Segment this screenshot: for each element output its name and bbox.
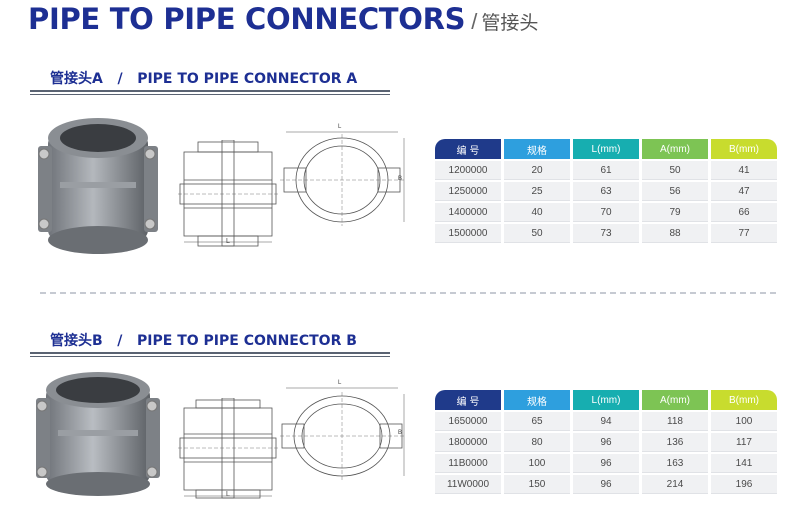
- table-row: 11W0000 150 96 214 196: [435, 475, 777, 494]
- table-row: 1400000 40 70 79 66: [435, 203, 777, 222]
- table-row: 11B0000 100 96 163 141: [435, 454, 777, 473]
- cell-b: 196: [711, 475, 777, 494]
- spec-table-a: 编 号 规格 L(mm) A(mm) B(mm) 1200000 20 61 5…: [432, 137, 780, 245]
- col-header-a: A(mm): [642, 139, 708, 159]
- cell-a: 214: [642, 475, 708, 494]
- cell-code: 11W0000: [435, 475, 501, 494]
- cell-b: 41: [711, 161, 777, 180]
- cell-l: 63: [573, 182, 639, 201]
- cell-a: 88: [642, 224, 708, 243]
- cell-code: 1250000: [435, 182, 501, 201]
- cell-l: 70: [573, 203, 639, 222]
- section-heading-a-underline: [30, 94, 390, 95]
- cell-spec: 50: [504, 224, 570, 243]
- cell-b: 77: [711, 224, 777, 243]
- cell-code: 1400000: [435, 203, 501, 222]
- cell-b: 66: [711, 203, 777, 222]
- section-heading-a: 管接头A / PIPE TO PIPE CONNECTOR A: [30, 66, 390, 95]
- page-title-separator: /: [471, 9, 478, 34]
- cell-a: 136: [642, 433, 708, 452]
- col-header-b: B(mm): [711, 390, 777, 410]
- section-heading-b: 管接头B / PIPE TO PIPE CONNECTOR B: [30, 328, 390, 357]
- connector-a-front-drawing: [178, 140, 278, 247]
- cell-l: 96: [573, 454, 639, 473]
- col-header-l: L(mm): [573, 139, 639, 159]
- cell-b: 100: [711, 412, 777, 431]
- col-header-b: B(mm): [711, 139, 777, 159]
- cell-spec: 150: [504, 475, 570, 494]
- cell-spec: 80: [504, 433, 570, 452]
- connector-a-side-drawing: [280, 131, 406, 226]
- table-row: 1650000 65 94 118 100: [435, 412, 777, 431]
- cell-a: 118: [642, 412, 708, 431]
- connector-a-side-b-label: B: [398, 176, 403, 182]
- page-title: PIPE TO PIPE CONNECTORS / 管接头: [28, 2, 538, 38]
- connector-a-front-l-label: L: [226, 238, 230, 245]
- cell-spec: 65: [504, 412, 570, 431]
- cell-b: 47: [711, 182, 777, 201]
- spec-table-a-header-row: 编 号 规格 L(mm) A(mm) B(mm): [435, 139, 777, 159]
- cell-spec: 40: [504, 203, 570, 222]
- connector-b-side-l-label: L: [338, 380, 342, 386]
- cell-code: 1800000: [435, 433, 501, 452]
- spec-table-b-header-row: 编 号 规格 L(mm) A(mm) B(mm): [435, 390, 777, 410]
- connector-b-side-drawing: [280, 387, 406, 480]
- cell-spec: 100: [504, 454, 570, 473]
- col-header-l: L(mm): [573, 390, 639, 410]
- section-heading-b-underline: [30, 356, 390, 357]
- table-row: 1200000 20 61 50 41: [435, 161, 777, 180]
- connector-b-photo: [36, 372, 160, 496]
- cell-l: 61: [573, 161, 639, 180]
- cell-l: 96: [573, 475, 639, 494]
- section-divider: [40, 292, 776, 294]
- cell-l: 73: [573, 224, 639, 243]
- cell-spec: 20: [504, 161, 570, 180]
- cell-code: 1200000: [435, 161, 501, 180]
- col-header-code: 编 号: [435, 139, 501, 159]
- cell-l: 94: [573, 412, 639, 431]
- table-row: 1250000 25 63 56 47: [435, 182, 777, 201]
- connector-b-side-b-label: B: [398, 430, 403, 436]
- connector-a-side-l-label: L: [338, 124, 342, 130]
- page-title-chinese: 管接头: [481, 12, 539, 34]
- cell-l: 96: [573, 433, 639, 452]
- col-header-spec: 规格: [504, 390, 570, 410]
- table-row: 1500000 50 73 88 77: [435, 224, 777, 243]
- cell-a: 50: [642, 161, 708, 180]
- section-heading-b-text: 管接头B / PIPE TO PIPE CONNECTOR B: [50, 333, 357, 349]
- table-row: 1800000 80 96 136 117: [435, 433, 777, 452]
- cell-spec: 25: [504, 182, 570, 201]
- cell-code: 1500000: [435, 224, 501, 243]
- section-heading-a-text: 管接头A / PIPE TO PIPE CONNECTOR A: [50, 71, 358, 87]
- cell-a: 79: [642, 203, 708, 222]
- spec-table-b: 编 号 规格 L(mm) A(mm) B(mm) 1650000 65 94 1…: [432, 388, 780, 496]
- page-title-english: PIPE TO PIPE CONNECTORS: [28, 2, 466, 36]
- cell-b: 117: [711, 433, 777, 452]
- cell-a: 56: [642, 182, 708, 201]
- cell-b: 141: [711, 454, 777, 473]
- connector-b-front-drawing: [178, 398, 278, 499]
- cell-code: 11B0000: [435, 454, 501, 473]
- col-header-a: A(mm): [642, 390, 708, 410]
- connector-b-front-l-label: L: [226, 491, 230, 498]
- col-header-spec: 规格: [504, 139, 570, 159]
- cell-a: 163: [642, 454, 708, 473]
- cell-code: 1650000: [435, 412, 501, 431]
- col-header-code: 编 号: [435, 390, 501, 410]
- connector-a-photo: [38, 118, 158, 254]
